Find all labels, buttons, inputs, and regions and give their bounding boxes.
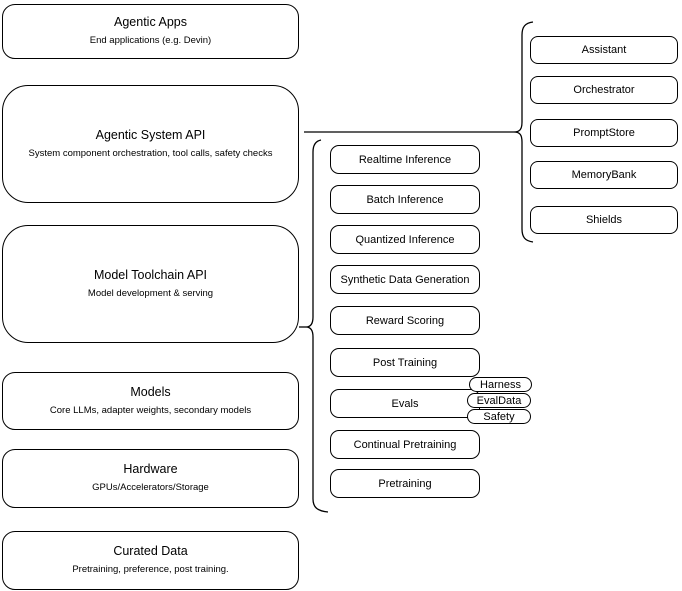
api-box-realtime-inference: Realtime Inference [330,145,480,174]
component-box-memorybank: MemoryBank [530,161,678,189]
layer-curated-data: Curated Data Pretraining, preference, po… [2,531,299,590]
api-label: Post Training [372,356,438,369]
eval-tag-label: Harness [480,378,521,391]
eval-tag-evaldata: EvalData [467,393,531,408]
api-label: Batch Inference [366,193,444,206]
api-label: Pretraining [378,477,432,490]
layer-models: Models Core LLMs, adapter weights, secon… [2,372,299,430]
layer-subtitle: Pretraining, preference, post training. [72,564,229,576]
layer-hardware: Hardware GPUs/Accelerators/Storage [2,449,299,508]
layer-subtitle: Core LLMs, adapter weights, secondary mo… [49,404,252,416]
layer-title: Curated Data [113,544,188,559]
layer-subtitle: Model development & serving [87,287,214,299]
api-box-evals: Evals [330,389,480,418]
layer-subtitle: System component orchestration, tool cal… [28,147,273,159]
component-box-shields: Shields [530,206,678,234]
component-label: PromptStore [573,127,635,139]
layer-title: Models [130,384,171,399]
api-label: Realtime Inference [358,153,452,166]
api-box-quantized-inference: Quantized Inference [330,225,480,254]
layer-title: Agentic System API [95,127,206,142]
brace-toolchain-apis [305,139,329,513]
component-label: Shields [585,214,623,226]
component-box-orchestrator: Orchestrator [530,76,678,104]
api-label: Reward Scoring [365,314,445,327]
api-label: Synthetic Data Generation [340,273,470,286]
eval-tag-label: EvalData [476,394,522,407]
layer-subtitle: End applications (e.g. Devin) [89,35,212,47]
eval-tag-label: Safety [483,410,515,423]
component-box-promptstore: PromptStore [530,119,678,147]
layer-title: Agentic Apps [114,15,187,30]
eval-tag-harness: Harness [469,377,532,392]
api-box-synthetic-data-generation: Synthetic Data Generation [330,265,480,294]
layer-agentic-system-api: Agentic System API System component orch… [2,85,299,203]
api-box-reward-scoring: Reward Scoring [330,306,480,335]
layer-model-toolchain-api: Model Toolchain API Model development & … [2,225,299,343]
component-label: Orchestrator [573,84,635,96]
eval-tag-safety: Safety [467,409,531,424]
component-label: MemoryBank [571,169,637,181]
api-label: Continual Pretraining [353,438,457,451]
layer-title: Model Toolchain API [93,267,208,282]
api-label: Evals [391,397,419,410]
layer-title: Hardware [123,462,178,477]
layer-subtitle: GPUs/Accelerators/Storage [92,482,209,494]
api-label: Quantized Inference [355,233,455,246]
component-label: Assistant [581,44,627,56]
api-box-continual-pretraining: Continual Pretraining [330,430,480,459]
layer-agentic-apps: Agentic Apps End applications (e.g. Devi… [2,4,299,59]
api-box-pretraining: Pretraining [330,469,480,498]
api-box-batch-inference: Batch Inference [330,185,480,214]
api-box-post-training: Post Training [330,348,480,377]
component-box-assistant: Assistant [530,36,678,64]
